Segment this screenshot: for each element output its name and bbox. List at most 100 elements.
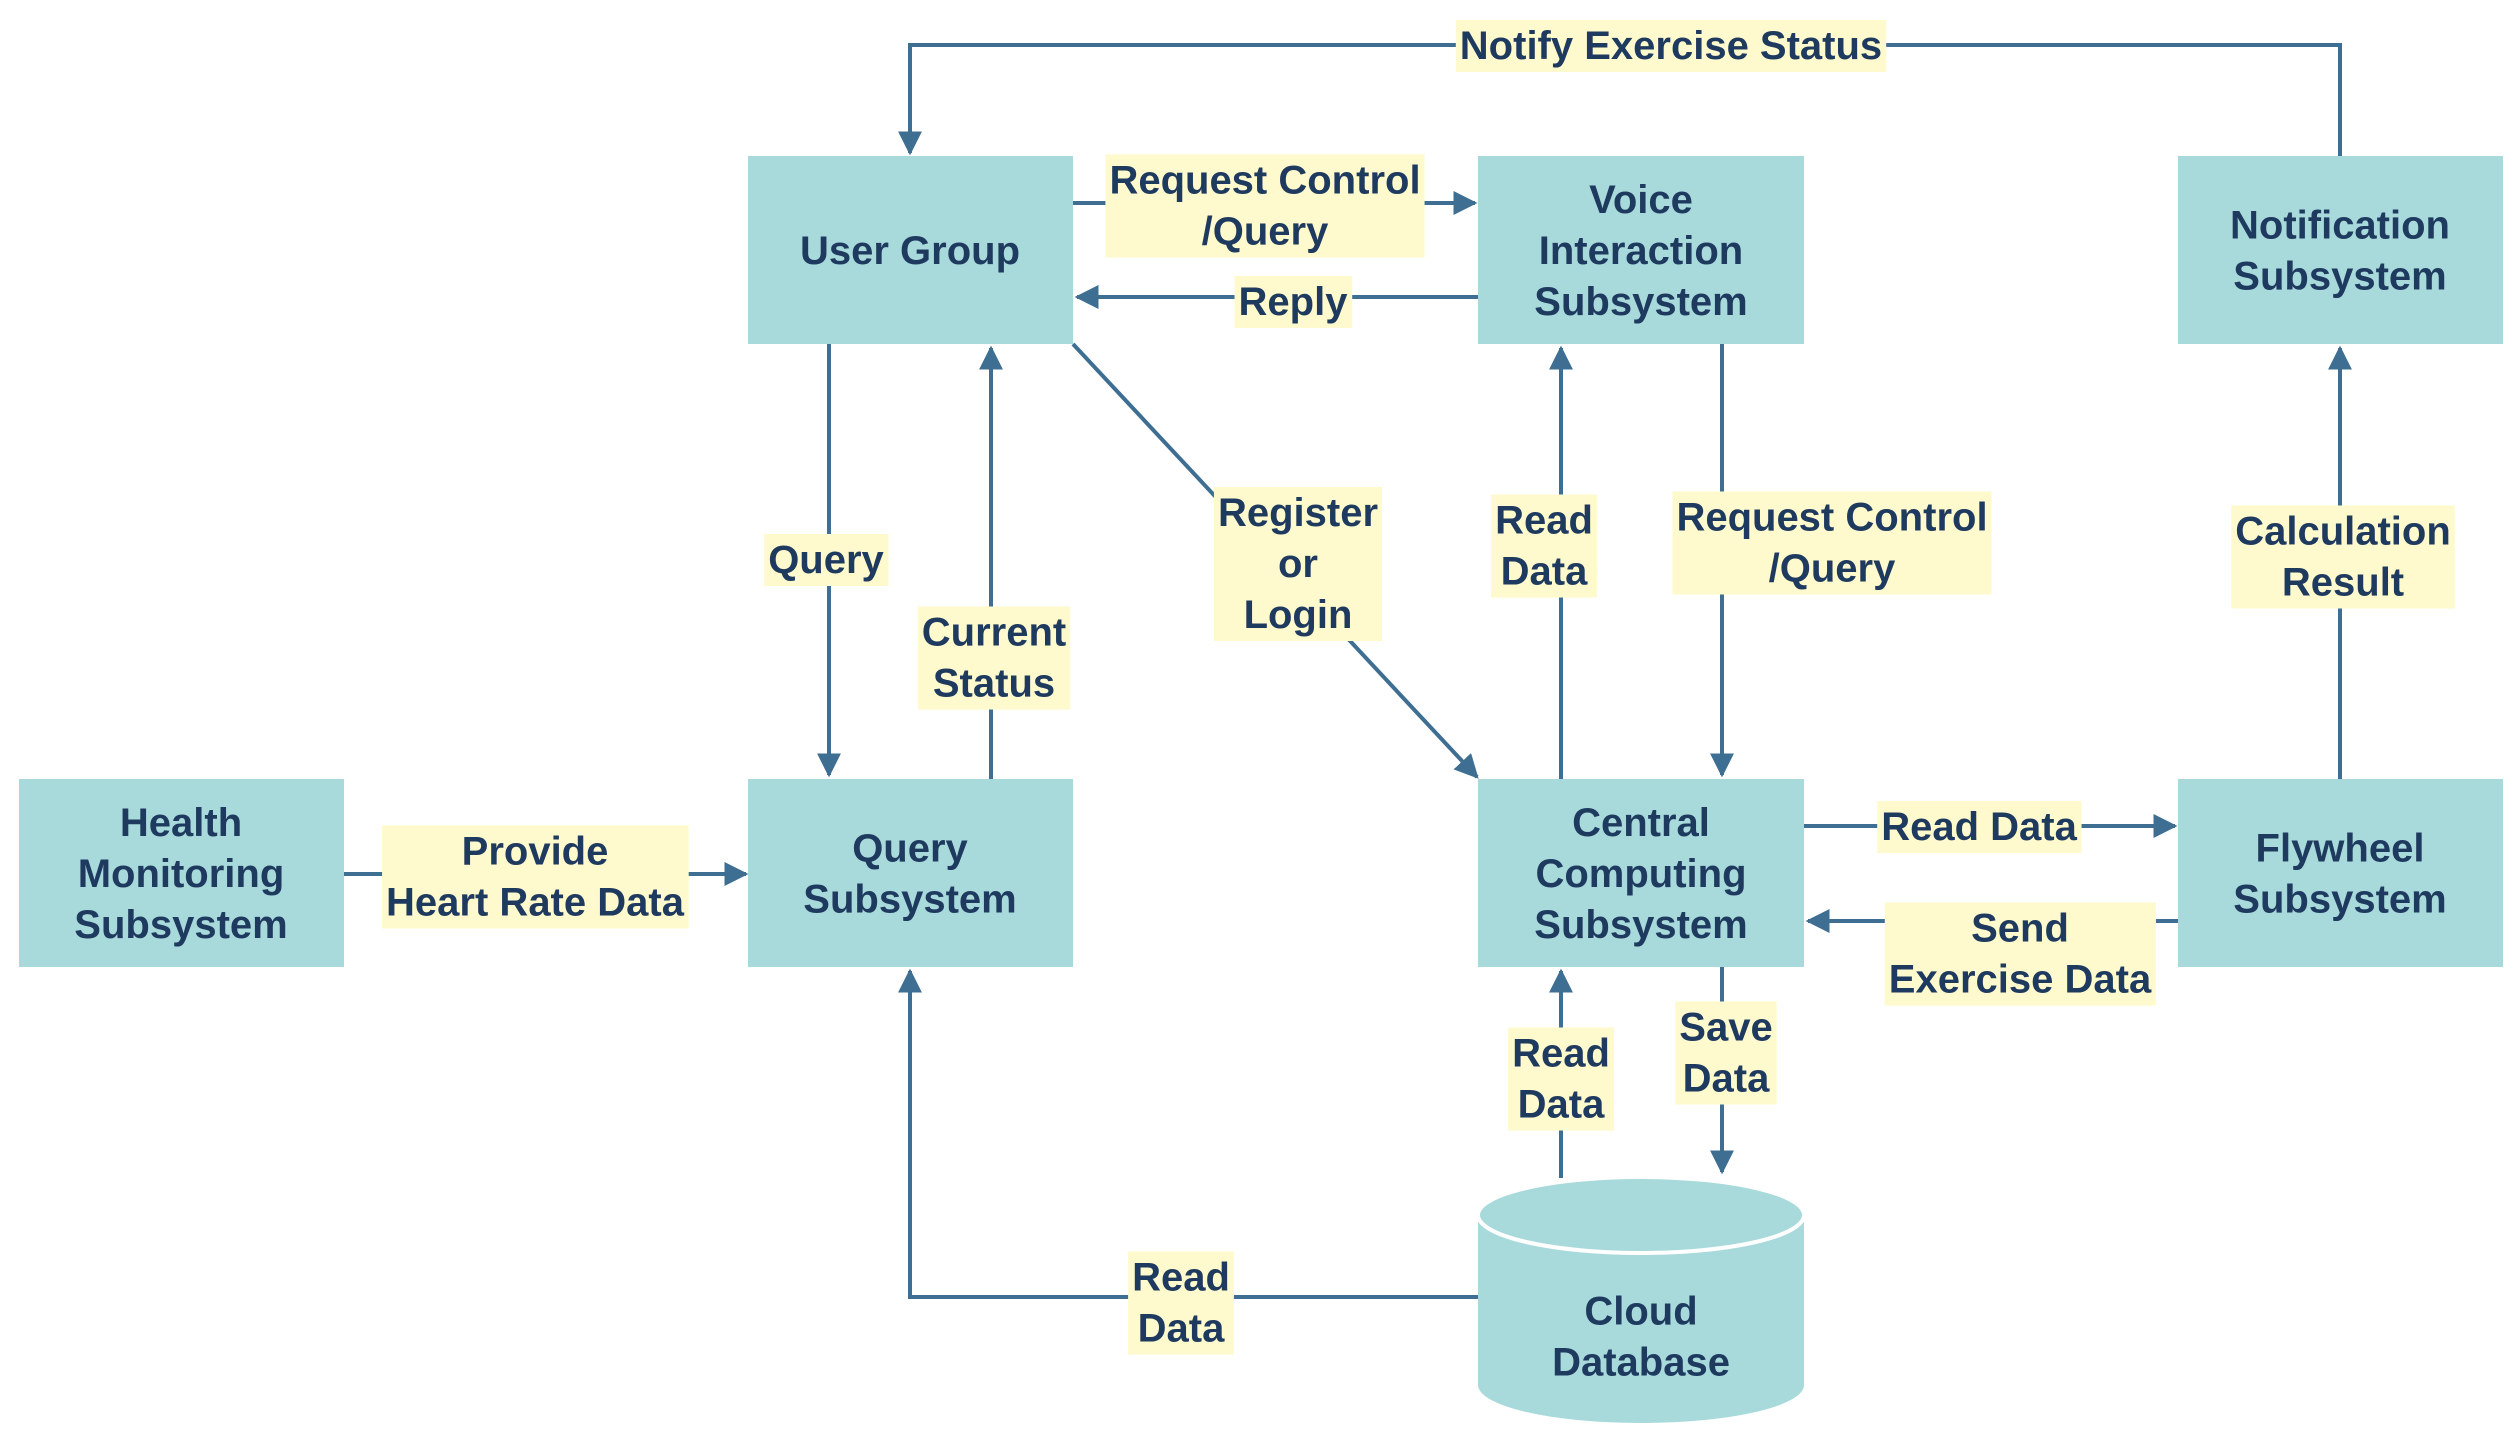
label-request-control-query-top-text: Request Control/Query: [1109, 159, 1420, 254]
label-notify-exercise-status-text: Notify Exercise Status: [1460, 24, 1882, 68]
label-current-status-line-1: Current: [922, 611, 1066, 655]
label-read-data-cloud-central-line-1: Read: [1512, 1032, 1610, 1076]
label-read-data-flywheel-background: [1877, 801, 2082, 853]
label-send-exercise-data-background: [1884, 902, 2156, 1006]
label-read-data-cloud-central-background: [1508, 1027, 1614, 1131]
label-request-control-query-mid-background: [1672, 491, 1992, 595]
node-query-subsystem-label-line-1: Query: [852, 827, 968, 871]
label-query-background: [764, 534, 889, 586]
node-notification-label-line-2: Subsystem: [2233, 255, 2446, 299]
label-query-text: Query: [768, 538, 884, 582]
label-save-data-background: [1675, 1001, 1777, 1105]
node-central-computing-label-line-1: Central: [1572, 801, 1710, 845]
label-request-control-query-mid-text: Request Control/Query: [1676, 496, 1987, 591]
node-flywheel-label-line-2: Subsystem: [2233, 878, 2446, 922]
node-query-subsystem-label-line-2: Subsystem: [803, 878, 1016, 922]
label-read-data-cloud-central-line-2: Data: [1518, 1083, 1605, 1127]
label-request-control-query-top-line-2: /Query: [1202, 210, 1329, 254]
edge-read-data-cloud-query: [898, 968, 1478, 1299]
node-cloud-database-label-line-1: Cloud: [1584, 1290, 1697, 1334]
label-provide-heart-rate-line-2: Heart Rate Data: [386, 881, 685, 925]
label-request-control-query-top: Request Control/Query: [1105, 154, 1425, 258]
label-reply-line-1: Reply: [1239, 280, 1349, 324]
label-current-status-line-2: Status: [933, 662, 1055, 706]
label-notify-exercise-status: Notify Exercise Status: [1455, 20, 1887, 72]
node-voice-interaction-label-line-3: Subsystem: [1534, 280, 1747, 324]
label-calculation-result-background: [2231, 505, 2455, 609]
label-read-data-flywheel: Read Data: [1877, 801, 2082, 853]
node-notification-label-line-1: Notification: [2230, 204, 2450, 248]
node-voice-interaction-label-line-1: Voice: [1589, 178, 1693, 222]
label-query: Query: [764, 534, 889, 586]
label-read-data-voice-line-1: Read: [1495, 499, 1593, 543]
node-user-group-label: User Group: [800, 229, 1020, 273]
node-user-group: User Group: [748, 156, 1073, 344]
node-flywheel-label-line-1: Flywheel: [2256, 827, 2425, 871]
label-register-login-line-3: Login: [1244, 593, 1353, 637]
label-query-line-1: Query: [768, 538, 884, 582]
label-save-data-line-1: Save: [1679, 1006, 1772, 1050]
label-calculation-result-line-1: Calculation: [2235, 510, 2451, 554]
label-provide-heart-rate-line-1: Provide: [462, 830, 609, 874]
node-health-monitoring-label-line-1: Health: [120, 801, 242, 845]
node-user-group-label-line-1: User Group: [800, 229, 1020, 273]
label-read-data-flywheel-text: Read Data: [1881, 805, 2077, 849]
node-cloud-database-label-line-2: Database: [1552, 1341, 1730, 1385]
label-calculation-result-line-2: Result: [2282, 561, 2404, 605]
label-send-exercise-data-line-1: Send: [1971, 907, 2069, 951]
node-central-computing-label-line-2: Computing: [1535, 852, 1746, 896]
label-read-data-flywheel-line-1: Read Data: [1881, 805, 2077, 849]
label-request-control-query-mid: Request Control/Query: [1672, 491, 1992, 595]
label-send-exercise-data-line-2: Exercise Data: [1889, 958, 2152, 1002]
node-health-monitoring-label-line-3: Subsystem: [74, 903, 287, 947]
label-request-control-query-mid-line-1: Request Control: [1676, 496, 1987, 540]
label-read-data-cloud-query-line-2: Data: [1138, 1307, 1225, 1351]
label-current-status-background: [917, 606, 1071, 710]
node-voice-interaction-label-line-2: Interaction: [1539, 229, 1743, 273]
label-read-data-voice-line-2: Data: [1501, 550, 1588, 594]
label-read-data-cloud-query-line-1: Read: [1132, 1256, 1230, 1300]
label-request-control-query-top-background: [1105, 154, 1425, 258]
label-register-login-background: [1213, 487, 1383, 641]
label-reply: Reply: [1234, 276, 1353, 328]
label-save-data-line-2: Data: [1683, 1057, 1770, 1101]
label-notify-exercise-status-line-1: Notify Exercise Status: [1460, 24, 1882, 68]
node-central-computing-label-line-3: Subsystem: [1534, 903, 1747, 947]
label-request-control-query-top-line-1: Request Control: [1109, 159, 1420, 203]
label-read-data-cloud-query-background: [1128, 1251, 1234, 1355]
label-register-login-line-2: or: [1278, 542, 1318, 586]
label-notify-exercise-status-background: [1455, 20, 1887, 72]
node-health-monitoring-label-line-2: Monitoring: [78, 852, 285, 896]
label-register-login-line-1: Register: [1218, 491, 1378, 535]
